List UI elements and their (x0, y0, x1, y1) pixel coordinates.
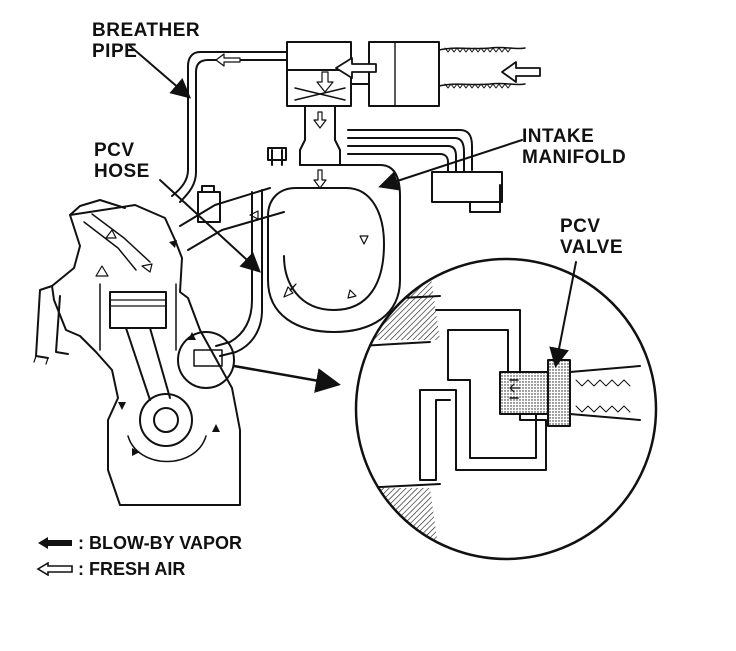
legend-blow-by-text: : BLOW-BY VAPOR (78, 533, 242, 553)
breather-pipe-label: BREATHER PIPE (92, 20, 200, 62)
air-cleaner-housing (286, 41, 526, 166)
intake-flow-arrows (215, 53, 541, 129)
breather-pipe (171, 51, 288, 203)
intake-manifold-label: INTAKE MANIFOLD (522, 126, 626, 168)
solid-arrow-icon (38, 537, 72, 549)
pcv-hose-label-line1: PCV (94, 140, 135, 161)
legend-blow-by-row: : BLOW-BY VAPOR (36, 530, 242, 556)
breather-pipe-label-line2: PIPE (92, 41, 138, 62)
engine-block (33, 185, 241, 506)
pcv-valve-label-line2: VALVE (560, 237, 624, 258)
pcv-hose-label: PCV HOSE (94, 140, 150, 182)
pcv-valve-detail-callout (177, 331, 341, 393)
intake-manifold-label-line2: MANIFOLD (522, 147, 627, 168)
outline-arrow-icon (36, 562, 73, 576)
label-leaders (129, 45, 577, 368)
intake-manifold-label-line1: INTAKE (522, 126, 595, 147)
pcv-valve-zoom-view (354, 257, 658, 561)
pcv-hose-label-line2: HOSE (94, 161, 150, 182)
breather-pipe-label-line1: BREATHER (92, 20, 201, 41)
pcv-valve-label-line1: PCV (560, 216, 601, 237)
legend-fresh-air-text: : FRESH AIR (78, 559, 186, 579)
pcv-valve-label: PCV VALVE (560, 216, 623, 258)
legend-fresh-air-row: : FRESH AIR (36, 556, 242, 582)
pcv-hose-line (215, 147, 287, 357)
legend: : BLOW-BY VAPOR : FRESH AIR (36, 530, 242, 582)
